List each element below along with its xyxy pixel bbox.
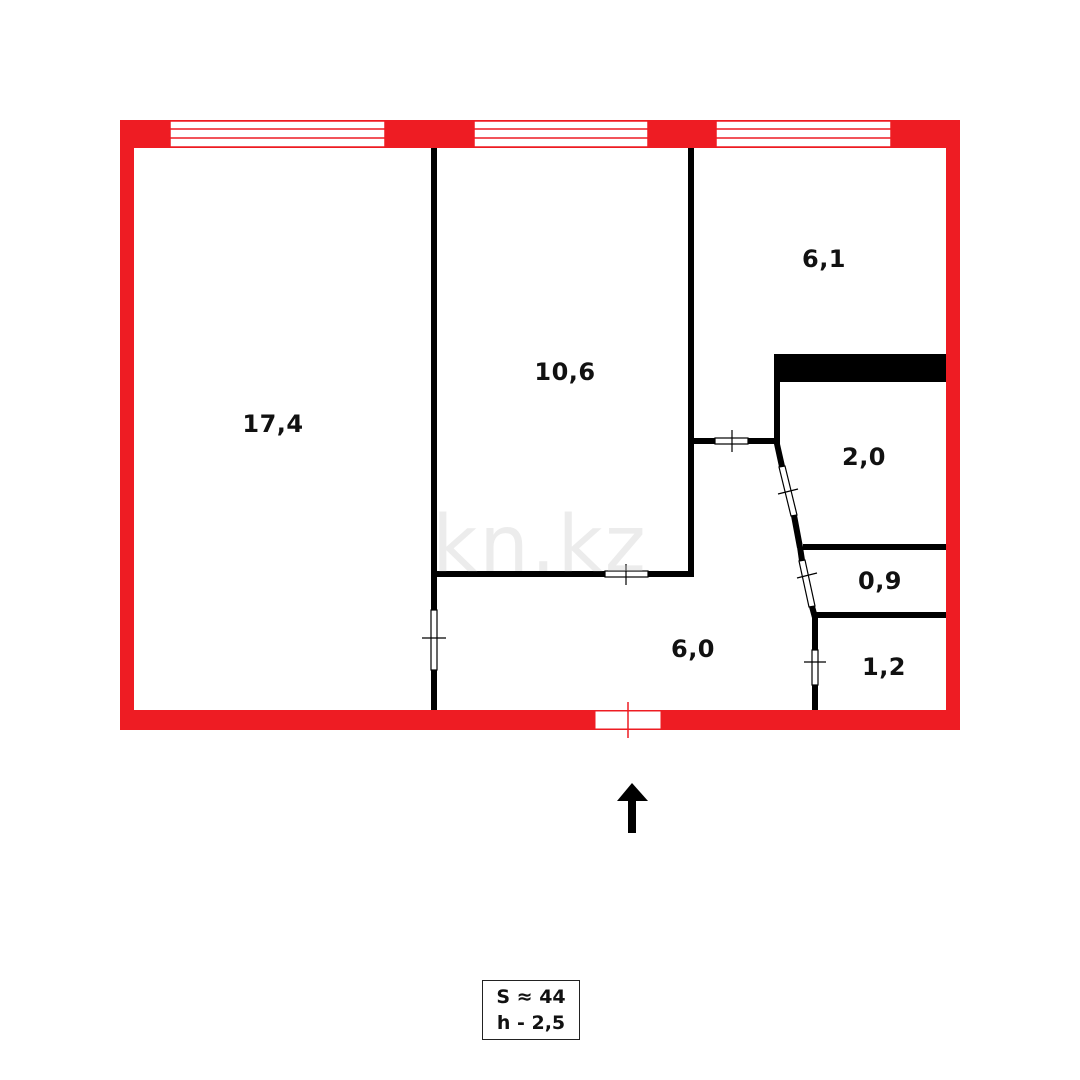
ceiling-height: h - 2,5	[496, 1012, 566, 1034]
door-storage	[804, 649, 826, 686]
room-area-label: 0,9	[857, 567, 903, 595]
room-area-label: 17,4	[242, 410, 304, 438]
entrance-door	[594, 702, 662, 738]
window-2	[473, 120, 649, 148]
door-kitchen	[714, 430, 749, 452]
room-area-label: 6,1	[801, 245, 847, 273]
room-area-label: 2,0	[841, 443, 887, 471]
door-bathroom	[777, 465, 799, 517]
window-1	[169, 120, 386, 148]
room-area-label: 6,0	[670, 635, 716, 663]
interior-doors	[422, 430, 826, 686]
arrow-up-icon	[617, 783, 648, 833]
window-3	[715, 120, 892, 148]
door-toilet	[796, 559, 818, 608]
summary-box: S ≈ 44 h - 2,5	[482, 980, 580, 1040]
windows	[169, 120, 892, 148]
room-area-label: 10,6	[534, 358, 596, 386]
total-area: S ≈ 44	[496, 986, 566, 1008]
door-room1	[422, 609, 446, 671]
door-room2	[604, 564, 649, 585]
watermark: kn.kz	[432, 500, 648, 590]
room-area-label: 1,2	[861, 653, 907, 681]
interior-walls	[431, 148, 946, 710]
